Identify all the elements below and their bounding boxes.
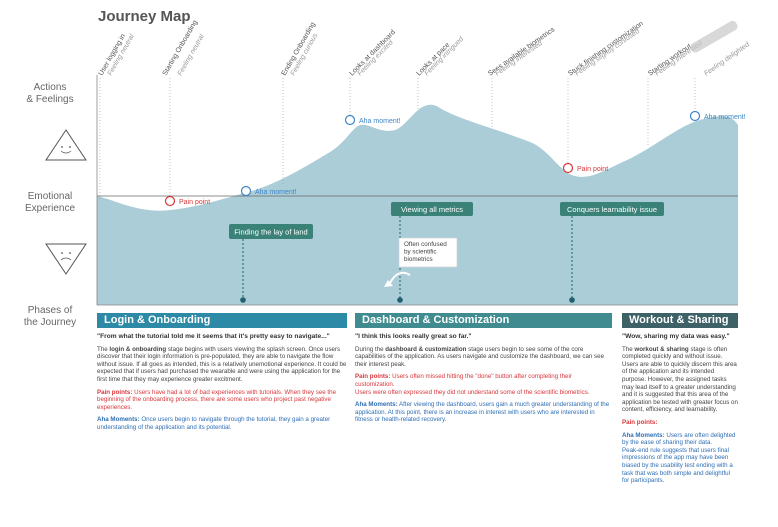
callout-learnability: Conquers learnability issue	[560, 202, 664, 303]
step-action-3: Looks at dashboard	[348, 29, 397, 78]
confused-line-3: biometrics	[404, 256, 433, 263]
svg-text:Conquers learnability issue: Conquers learnability issue	[567, 205, 657, 214]
phase-aha-moments: Aha Moments: Users are often delighted b…	[622, 431, 736, 485]
phase-pain-points: Pain points: Users often missed hitting …	[355, 373, 590, 396]
aha-moment-marker-2: Aha moment!	[344, 114, 401, 126]
svg-text:Pain point: Pain point	[577, 166, 608, 173]
svg-text:Finding the lay of land: Finding the lay of land	[234, 228, 307, 237]
svg-text:Aha moment!: Aha moment!	[704, 114, 746, 121]
step-feeling-8: Feeling delighted	[703, 41, 752, 78]
svg-text:Viewing all metrics: Viewing all metrics	[401, 205, 463, 214]
pain-point-marker-2: Pain point	[562, 162, 608, 174]
step-feeling-5: Feeling interested	[494, 39, 545, 77]
phase-header: Workout & Sharing	[622, 313, 738, 328]
aha-moment-marker-1: Aha moment!	[240, 185, 297, 197]
step-labels: User logging in Feeling neutral Starting…	[98, 19, 752, 77]
phase-description: The workout & sharing stage is often com…	[622, 345, 738, 414]
phase-description: During the dashboard & customization sta…	[355, 345, 605, 368]
curved-arrow-icon	[389, 271, 411, 284]
step-lines	[99, 78, 696, 205]
phase-pain-points: Pain points: Users have had a lot of bad…	[97, 388, 337, 411]
phase-dashboard-customization: Dashboard & Customization "I think this …	[355, 313, 612, 429]
callout-confused: Often confused by scientific biometrics	[384, 237, 458, 287]
phase-login-onboarding: Login & Onboarding "From what the tutori…	[97, 313, 347, 437]
phase-header: Dashboard & Customization	[355, 313, 612, 328]
pain-point-marker-1: Pain point	[164, 195, 210, 207]
row-label-emotional: Emotional Experience	[24, 191, 76, 214]
aha-moment-marker-3: Aha moment!	[689, 110, 746, 122]
sad-face-icon	[45, 243, 87, 275]
phase-aha-moments: Aha Moments: After viewing the dashboard…	[355, 401, 610, 424]
svg-text:Often confused by scient: Often confused by scientific biometrics	[404, 241, 448, 263]
row-label-actions: Actions & Feelings	[26, 82, 74, 105]
step-feeling-4: Feeling intrigued	[423, 35, 465, 77]
callout-lay-of-land: Finding the lay of land	[229, 224, 313, 303]
blurred-label	[690, 20, 738, 53]
phase-description: The login & onboarding stage begins with…	[97, 345, 347, 383]
confused-line-1: Often confused	[404, 241, 447, 248]
happy-face-icon	[45, 129, 87, 161]
confused-line-2: by scientific	[404, 249, 437, 256]
phase-quote: "Wow, sharing my data was easy."	[622, 333, 730, 340]
phase-aha-moments: Aha Moments: Once users begin to navigat…	[97, 416, 331, 431]
svg-text:Aha moment!: Aha moment!	[359, 118, 401, 125]
phase-workout-sharing: Workout & Sharing "Wow, sharing my data …	[622, 313, 738, 490]
phase-header: Login & Onboarding	[97, 313, 347, 328]
svg-text:Aha moment!: Aha moment!	[255, 189, 297, 196]
step-feeling-6: Feeling slightly confused	[574, 27, 642, 77]
phase-pain-points: Pain points:	[622, 418, 658, 426]
phase-quote: "From what the tutorial told me it seems…	[97, 333, 330, 340]
row-label-phases: Phases of the Journey	[23, 305, 77, 328]
page-title: Journey Map	[98, 8, 191, 25]
phase-quote: "I think this looks really great so far.…	[355, 333, 472, 340]
svg-text:Pain point: Pain point	[179, 199, 210, 206]
